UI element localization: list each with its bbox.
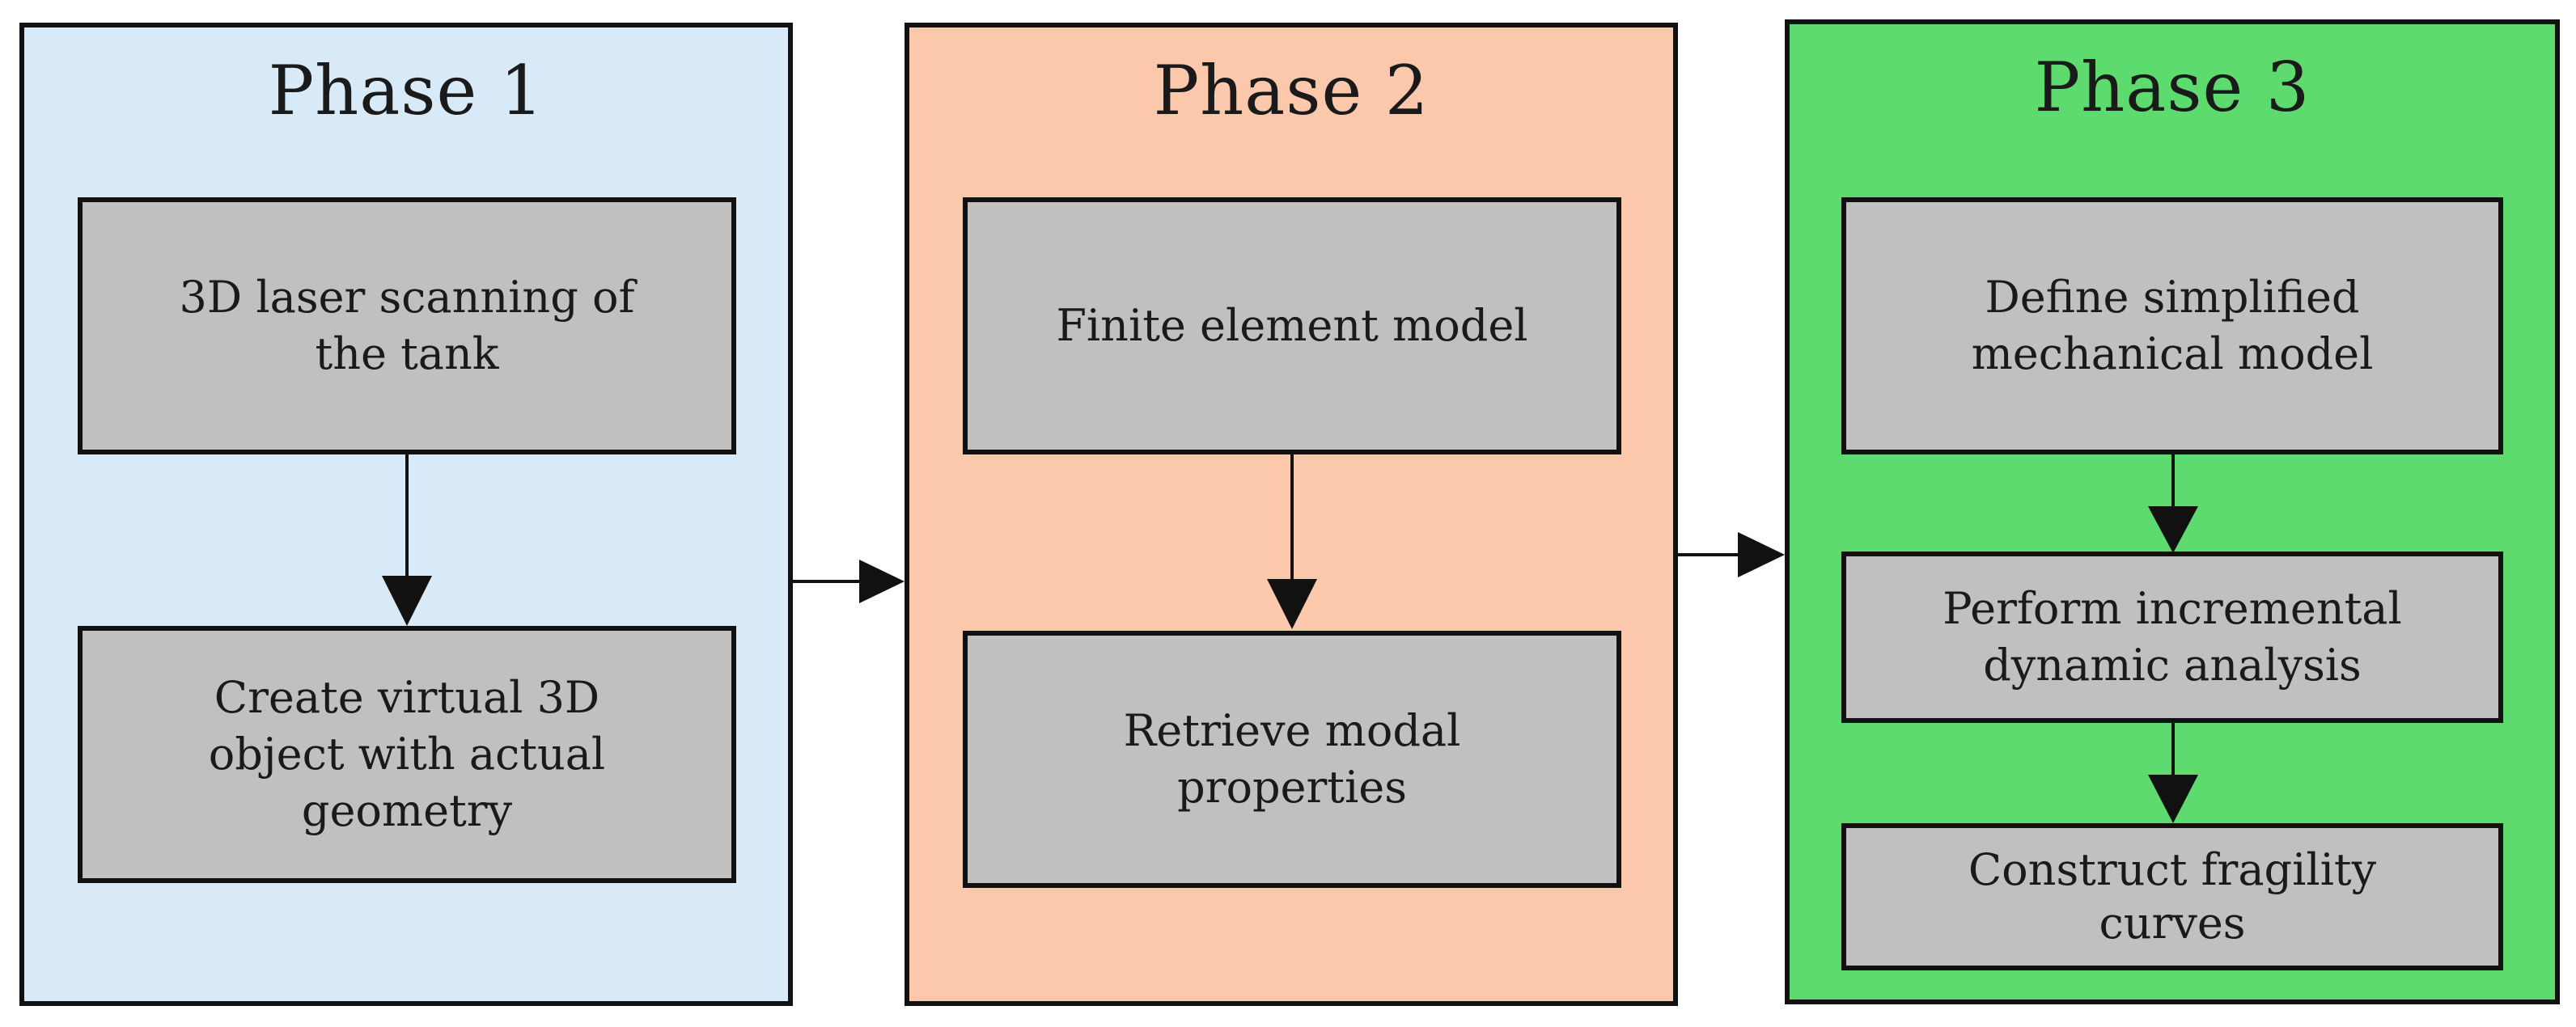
step-label: Retrieve modal properties [1123, 705, 1461, 813]
step-finite-element-model: Finite element model [963, 197, 1621, 454]
step-create-virtual-object: Create virtual 3D object with actual geo… [78, 626, 736, 883]
step-label: Perform incremental dynamic analysis [1943, 583, 2402, 691]
step-construct-fragility-curves: Construct fragility curves [1841, 823, 2503, 970]
step-incremental-dynamic-analysis: Perform incremental dynamic analysis [1841, 552, 2503, 723]
step-label: Create virtual 3D object with actual geo… [208, 672, 606, 836]
step-label: Construct fragility curves [1968, 844, 2377, 949]
phase-1-title: Phase 1 [268, 51, 544, 130]
step-3d-laser-scanning: 3D laser scanning of the tank [78, 197, 736, 454]
arrowhead-phase2-phase3 [1738, 532, 1785, 577]
phase-3-title: Phase 3 [2034, 48, 2311, 127]
step-label: Finite element model [1056, 300, 1528, 351]
step-label: 3D laser scanning of the tank [179, 272, 635, 379]
arrowhead-phase1-phase2 [859, 560, 905, 603]
step-label: Define simplified mechanical model [1971, 272, 2374, 379]
phase-2-title: Phase 2 [1153, 51, 1430, 130]
step-retrieve-modal-properties: Retrieve modal properties [963, 631, 1621, 888]
step-define-mechanical-model: Define simplified mechanical model [1841, 197, 2503, 454]
